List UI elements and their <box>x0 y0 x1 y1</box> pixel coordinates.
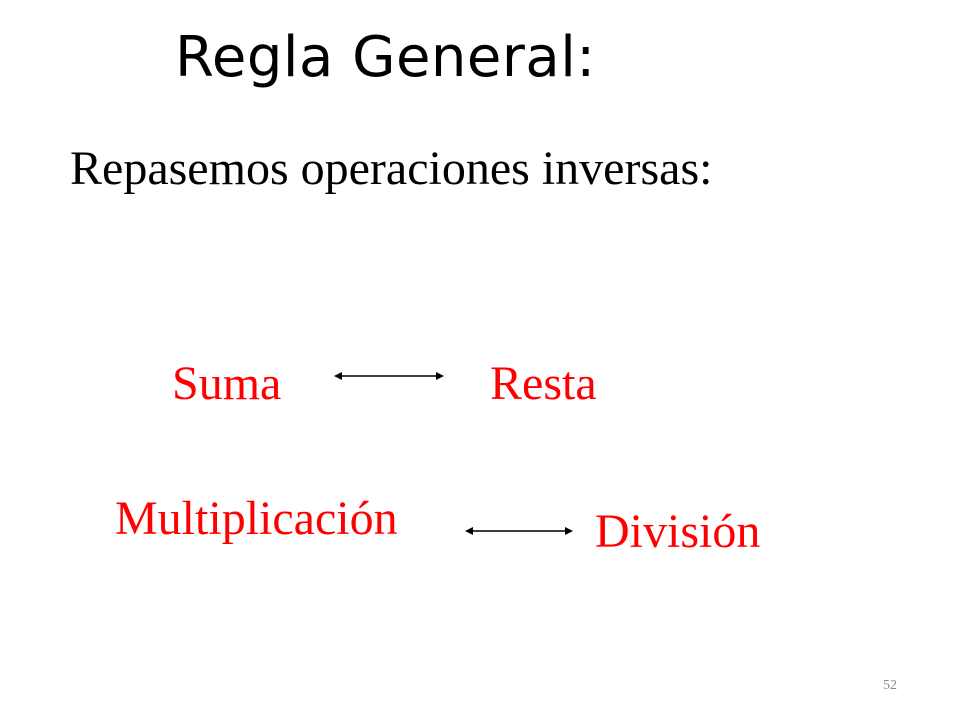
slide-subtitle: Repasemos operaciones inversas: <box>70 142 713 195</box>
double-arrow-icon <box>465 527 573 535</box>
operation-division: División <box>595 505 761 558</box>
operation-suma: Suma <box>172 357 282 410</box>
double-arrow-icon <box>334 372 444 380</box>
operation-multiplicacion: Multiplicación <box>115 492 398 545</box>
page-number: 52 <box>883 678 897 693</box>
slide-title: Regla General: <box>175 25 596 90</box>
operation-resta: Resta <box>490 357 597 410</box>
